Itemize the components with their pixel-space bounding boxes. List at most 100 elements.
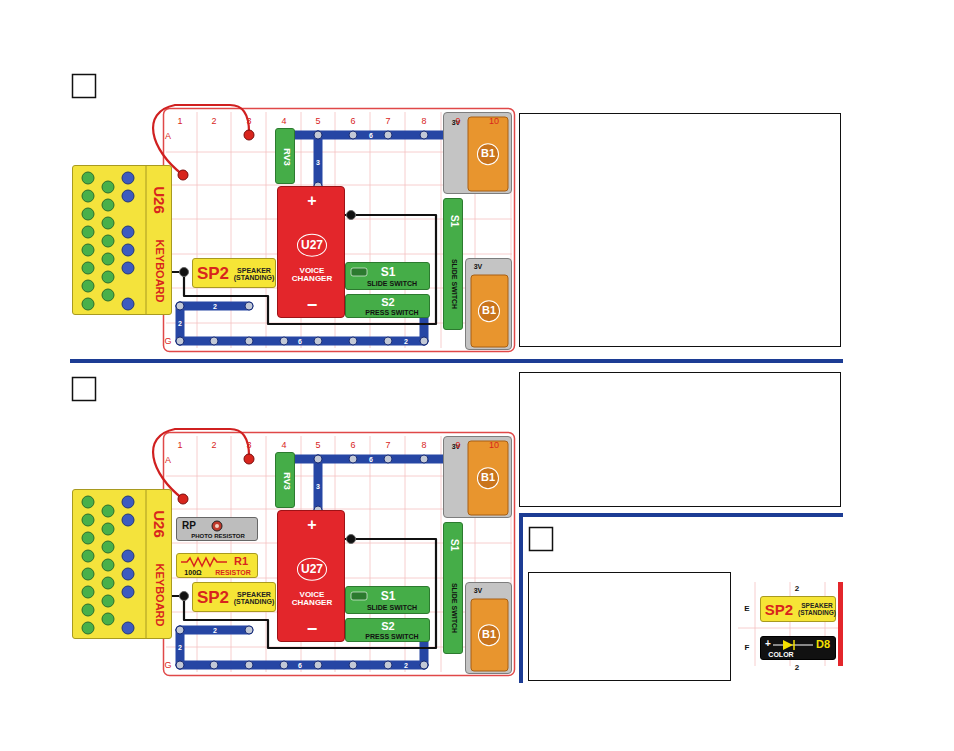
adjustable-resistor: RV3 (275, 128, 295, 184)
snap (420, 337, 428, 345)
key (82, 244, 94, 256)
component-label: S2 (381, 621, 394, 633)
text-panel (520, 114, 841, 347)
speaker-module: SP2SPEAKER (STANDING) (760, 596, 836, 622)
key (122, 568, 134, 580)
component-label: 3V (474, 263, 483, 270)
snap (420, 661, 428, 669)
component-label: 3V (474, 587, 483, 594)
snap (420, 337, 428, 345)
key (102, 271, 114, 283)
component-label: SLIDE SWITCH (367, 604, 417, 611)
key (82, 622, 94, 634)
grid-label: 9 (455, 117, 460, 126)
battery-holder: 3V B1 (465, 582, 512, 674)
wire-number: 6 (298, 338, 302, 345)
project-number-box (530, 528, 553, 551)
adjustable-resistor: RV3 (275, 452, 295, 508)
key (102, 559, 114, 571)
wire-number: 2 (213, 303, 217, 310)
divider (146, 490, 147, 638)
key (122, 550, 134, 562)
component-label: U26 (151, 186, 167, 214)
red-snap (178, 170, 188, 180)
grid-label: F (745, 644, 750, 652)
component-label: SP2 (197, 589, 229, 607)
snap (384, 455, 392, 463)
battery-cell (468, 441, 508, 515)
slide-switch: S1SLIDE SWITCH (345, 586, 430, 614)
key (102, 523, 114, 535)
snap-wire (180, 626, 249, 635)
speaker-module: SP2SPEAKER (STANDING) (192, 258, 276, 288)
snap (314, 661, 322, 669)
bracket (521, 515, 843, 683)
key (122, 514, 134, 526)
snap (176, 337, 184, 345)
grid-label: 2 (795, 585, 799, 593)
grid-line (441, 436, 442, 672)
key (122, 172, 134, 184)
key (82, 262, 94, 274)
key (102, 235, 114, 247)
snap (245, 626, 253, 634)
component-label: SLIDE SWITCH (450, 259, 457, 309)
red-snap (244, 454, 254, 464)
grid-line (197, 112, 198, 348)
grid-label: A (165, 132, 171, 141)
component-label: SP2 (197, 265, 229, 283)
battery-cell (471, 275, 508, 347)
key (102, 253, 114, 265)
grid-label: 5 (315, 441, 320, 450)
voice-changer-module: +U27VOICE CHANGER− (277, 510, 345, 642)
component-label: − (307, 620, 318, 639)
snap (349, 455, 357, 463)
snap (176, 337, 184, 345)
grid-label: 7 (385, 117, 390, 126)
key (102, 289, 114, 301)
key (102, 613, 114, 625)
snap-wire (180, 337, 424, 346)
key (122, 226, 134, 238)
component-label: U26 (151, 510, 167, 538)
divider (146, 166, 147, 314)
snap (210, 661, 218, 669)
grid-label: 2 (211, 117, 216, 126)
grid-label: 3 (246, 441, 251, 450)
grid-label: 8 (421, 117, 426, 126)
component-label: PHOTO RESISTOR (191, 533, 244, 539)
grid-line (266, 436, 267, 672)
grid-label: 4 (281, 441, 286, 450)
snap (314, 337, 322, 345)
grid-line (231, 112, 232, 348)
snap (210, 337, 218, 345)
grid-label: 10 (489, 441, 499, 450)
snap (176, 661, 184, 669)
component-label: PRESS SWITCH (365, 309, 418, 316)
snap-wire (284, 455, 458, 464)
battery-holder: 3VB1 (443, 112, 512, 194)
component-label: B1 (478, 624, 500, 646)
wire-number: 2 (404, 662, 408, 669)
snap-wire (180, 302, 249, 311)
slide-switch: S1SLIDE SWITCH (345, 262, 430, 290)
component-label: D8 (816, 639, 830, 651)
snap (176, 626, 184, 634)
component-label: S1 (381, 266, 396, 279)
grid-label: G (164, 337, 171, 346)
black-snap (180, 268, 189, 277)
black-snap (180, 592, 189, 601)
key (82, 604, 94, 616)
snap (245, 337, 253, 345)
divider-line (70, 359, 843, 363)
battery-cell (468, 117, 508, 191)
wire-number: 2 (178, 644, 182, 651)
slide-switch: S1SLIDE SWITCH (443, 198, 463, 330)
snap (349, 131, 357, 139)
resistor: R1100ΩRESISTOR (176, 553, 258, 578)
component-label: VOICE CHANGER (281, 267, 343, 284)
snap (420, 455, 428, 463)
led-bar (793, 640, 795, 650)
component-label: VOICE CHANGER (281, 591, 343, 608)
key (122, 622, 134, 634)
